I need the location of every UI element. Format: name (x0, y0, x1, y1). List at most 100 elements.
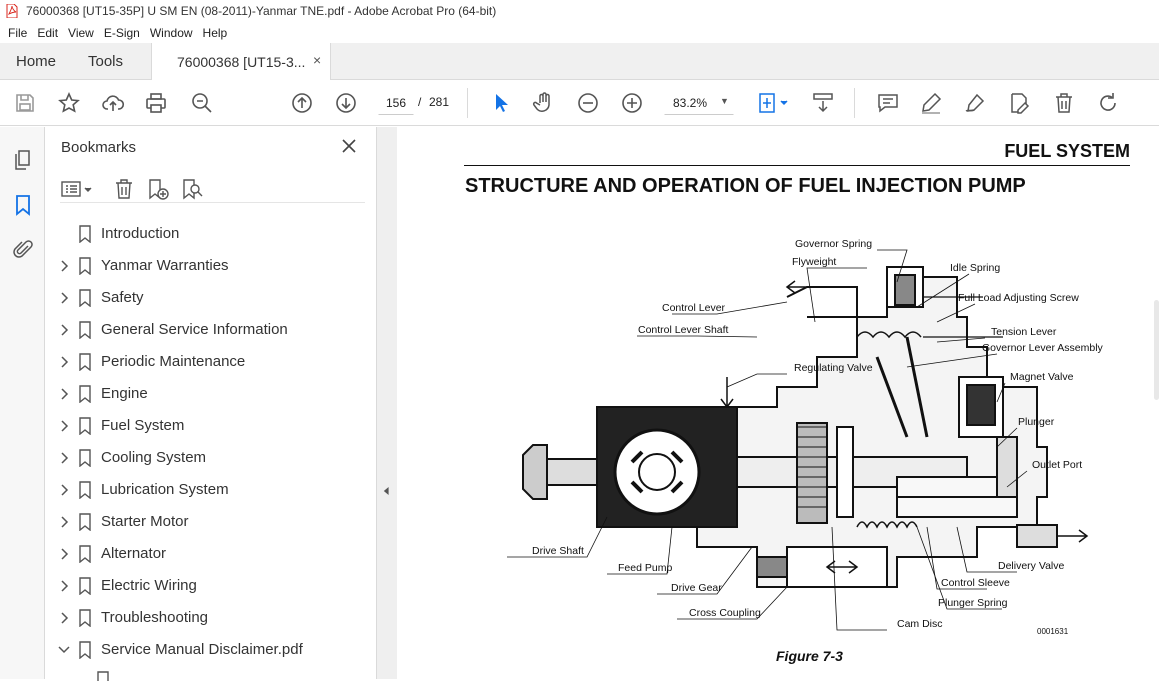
bookmark-item[interactable]: Engine (46, 378, 377, 410)
acrobat-app-icon (6, 4, 18, 18)
panel-collapse-gutter[interactable] (377, 127, 397, 679)
tab-home[interactable]: Home (16, 53, 57, 70)
bookmark-star-icon[interactable] (57, 91, 81, 115)
chevron-right-icon[interactable] (58, 259, 70, 273)
chevron-right-icon[interactable] (58, 547, 70, 561)
attachments-paperclip-icon[interactable] (11, 238, 35, 262)
chevron-right-icon[interactable] (58, 419, 70, 433)
hand-tool-icon[interactable] (532, 91, 556, 115)
bookmark-label: Engine (101, 385, 148, 402)
chevron-right-icon[interactable] (58, 579, 70, 593)
menu-window[interactable]: Window (149, 25, 193, 40)
chevron-right-icon[interactable] (58, 291, 70, 305)
callout-plunger: Plunger (1018, 416, 1055, 428)
bookmark-icon (79, 481, 91, 499)
callout-drive-gear: Drive Gear (671, 582, 722, 594)
zoom-search-icon[interactable] (190, 91, 214, 115)
callout-flyweight: Flyweight (792, 256, 836, 268)
bookmark-item[interactable]: Lubrication System (46, 474, 377, 506)
total-pages: 281 (429, 95, 450, 109)
select-cursor-icon[interactable] (489, 91, 513, 115)
menu-view[interactable]: View (68, 25, 94, 40)
bookmark-label: Service Manual Disclaimer.pdf (101, 641, 303, 658)
bookmark-item[interactable]: Service Manual Disclaimer.pdf (46, 634, 377, 666)
right-panel-handle[interactable] (1154, 300, 1159, 400)
chevron-right-icon[interactable] (58, 355, 70, 369)
callout-idle-spring: Idle Spring (950, 262, 1000, 274)
chevron-right-icon[interactable] (58, 323, 70, 337)
previous-page-icon[interactable] (290, 91, 314, 115)
bookmark-item[interactable]: Fuel System (46, 410, 377, 442)
callout-magnet-valve: Magnet Valve (1010, 371, 1074, 383)
bookmark-label: Introduction (101, 225, 180, 242)
close-tab-icon[interactable]: × (313, 52, 322, 68)
zoom-level-select[interactable]: 83.2% ▼ (664, 91, 734, 115)
delete-bookmark-icon[interactable] (112, 177, 136, 201)
chevron-down-icon: ▼ (720, 96, 729, 106)
bookmark-icon (79, 417, 91, 435)
menu-help[interactable]: Help (202, 25, 228, 40)
callout-regulating-valve: Regulating Valve (794, 362, 873, 374)
chevron-right-icon[interactable] (58, 611, 70, 625)
page-separator: / (418, 95, 422, 109)
callout-full-load-screw: Full Load Adjusting Screw (958, 292, 1079, 304)
bookmark-item[interactable]: Safety (46, 282, 377, 314)
bookmark-item[interactable]: Starter Motor (46, 506, 377, 538)
bookmark-label: Troubleshooting (101, 609, 209, 626)
bookmark-options-icon[interactable] (60, 177, 94, 201)
current-page-input[interactable]: 156 (378, 91, 414, 115)
chevron-right-icon[interactable] (58, 387, 70, 401)
document-viewer[interactable]: FUEL SYSTEM STRUCTURE AND OPERATION OF F… (397, 127, 1159, 679)
bookmark-item[interactable]: General Service Information (46, 314, 377, 346)
bookmark-item[interactable]: Yanmar Warranties (46, 250, 377, 282)
bookmark-item[interactable]: Alternator (46, 538, 377, 570)
zoom-in-icon[interactable] (620, 91, 644, 115)
next-page-icon[interactable] (334, 91, 358, 115)
bookmark-label: Periodic Maintenance (101, 353, 246, 370)
chevron-right-icon[interactable] (58, 483, 70, 497)
menu-esign[interactable]: E-Sign (103, 25, 140, 40)
edit-pdf-icon[interactable] (1007, 91, 1031, 115)
chevron-down-icon[interactable] (58, 643, 70, 657)
tab-tools[interactable]: Tools (88, 53, 124, 70)
scroll-mode-icon[interactable] (811, 91, 835, 115)
highlight-pen-icon[interactable] (919, 91, 943, 115)
bookmark-icon (79, 257, 91, 275)
bookmark-icon (79, 577, 91, 595)
bookmark-icon (79, 385, 91, 403)
bookmark-item[interactable]: Periodic Maintenance (46, 346, 377, 378)
bookmark-icon (79, 449, 91, 467)
bookmark-icon (79, 321, 91, 339)
menu-edit[interactable]: Edit (37, 25, 59, 40)
page-fit-icon[interactable] (756, 91, 790, 115)
new-bookmark-icon[interactable] (146, 177, 170, 201)
collapse-arrow-icon[interactable] (379, 483, 395, 499)
save-icon[interactable] (13, 91, 37, 115)
comment-icon[interactable] (876, 91, 900, 115)
upload-cloud-icon[interactable] (101, 91, 125, 115)
bookmark-label: Alternator (101, 545, 167, 562)
zoom-out-icon[interactable] (576, 91, 600, 115)
page-thumbnails-icon[interactable] (11, 148, 35, 172)
toolbar-divider (854, 88, 855, 118)
find-bookmark-icon[interactable] (180, 177, 204, 201)
print-icon[interactable] (144, 91, 168, 115)
chevron-right-icon[interactable] (58, 451, 70, 465)
tab-document[interactable]: 76000368 [UT15-3... × (151, 43, 331, 80)
chevron-right-icon[interactable] (58, 515, 70, 529)
menu-file[interactable]: File (8, 25, 28, 40)
bookmarks-panel-icon[interactable] (11, 193, 35, 217)
bookmark-item[interactable]: Cooling System (46, 442, 377, 474)
fill-sign-icon[interactable] (963, 91, 987, 115)
bookmark-item[interactable]: Introduction (46, 218, 377, 250)
callout-control-sleeve: Control Sleeve (941, 577, 1010, 589)
callout-governor-spring: Governor Spring (795, 238, 872, 250)
delete-trash-icon[interactable] (1052, 91, 1076, 115)
bookmarks-toolbar (60, 177, 365, 203)
rotate-redo-icon[interactable] (1096, 91, 1120, 115)
bookmark-item[interactable]: Troubleshooting (46, 602, 377, 634)
bookmark-item[interactable]: Electric Wiring (46, 570, 377, 602)
close-panel-icon[interactable] (339, 136, 359, 156)
window-title: 76000368 [UT15-35P] U SM EN (08-2011)-Ya… (26, 4, 497, 18)
